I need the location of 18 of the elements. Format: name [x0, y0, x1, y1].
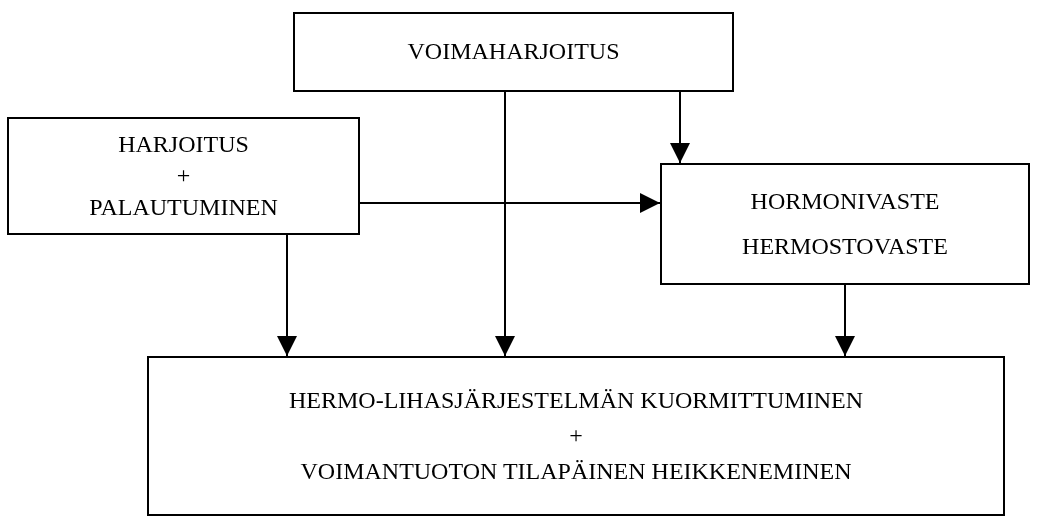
process-box — [293, 12, 734, 92]
arrow — [359, 193, 661, 213]
arrow — [835, 284, 855, 357]
box-text: VOIMAHARJOITUS — [407, 37, 620, 67]
arrow — [495, 91, 515, 357]
box-text: HORMONIVASTE — [750, 186, 940, 216]
arrow — [670, 91, 690, 164]
process-box — [7, 117, 360, 235]
box-text: HERMO-LIHASJÄRJESTELMÄN KUORMITTUMINEN — [289, 386, 863, 416]
box-text: PALAUTUMINEN — [89, 192, 278, 222]
arrow — [277, 234, 297, 357]
box-text: HERMOSTOVASTE — [742, 232, 948, 261]
box-text: VOIMANTUOTON TILAPÄINEN HEIKKENEMINEN — [300, 456, 852, 486]
box-text: HARJOITUS — [118, 130, 249, 160]
box-text: + — [176, 161, 191, 191]
process-box — [660, 163, 1030, 285]
box-text: + — [569, 421, 583, 451]
process-box — [147, 356, 1005, 516]
